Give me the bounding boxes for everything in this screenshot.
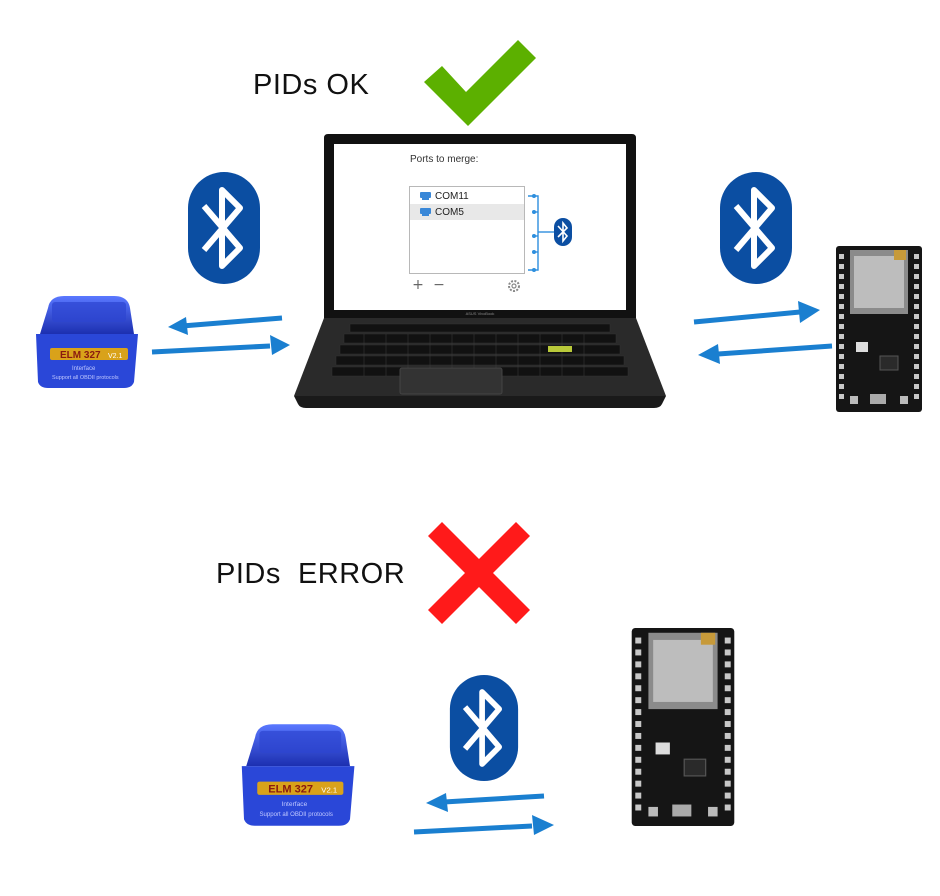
- svg-text:Interface: Interface: [282, 801, 308, 808]
- settings-gear-icon[interactable]: [507, 279, 521, 293]
- bluetooth-icon: [188, 172, 260, 284]
- esp32-board: [631, 628, 735, 826]
- add-port-button[interactable]: +: [412, 277, 424, 293]
- cross-icon: [428, 522, 530, 624]
- svg-text:Interface: Interface: [72, 366, 96, 372]
- merge-bracket: [528, 194, 572, 272]
- elm327-adapter: ELM 327 V2.1 Interface Support all OBDII…: [36, 296, 138, 388]
- app-title: Ports to merge:: [410, 154, 479, 165]
- double-arrow-left: [151, 315, 290, 355]
- svg-text:ASUS VivoBook: ASUS VivoBook: [466, 311, 495, 316]
- svg-text:Support all OBDII protocols: Support all OBDII protocols: [259, 812, 332, 818]
- svg-text:ELM 327: ELM 327: [60, 350, 101, 361]
- esp32-board: [836, 246, 922, 412]
- svg-text:V2.1: V2.1: [321, 786, 337, 795]
- svg-text:Support all OBDII protocols: Support all OBDII protocols: [52, 375, 119, 381]
- serial-port-icon: [420, 192, 431, 200]
- svg-text:ELM 327: ELM 327: [268, 784, 313, 796]
- checkmark-icon: [424, 40, 536, 126]
- elm327-adapter: ELM 327 V2.1 Interface Support all OBDII…: [241, 724, 355, 826]
- remove-port-button[interactable]: −: [433, 277, 445, 293]
- svg-text:V2.1: V2.1: [108, 353, 123, 360]
- port-name: COM11: [435, 190, 469, 202]
- bluetooth-icon: [720, 172, 792, 284]
- list-item[interactable]: COM11: [410, 188, 524, 204]
- list-item[interactable]: COM5: [410, 204, 524, 220]
- serial-port-icon: [420, 208, 431, 216]
- port-name: COM5: [435, 206, 464, 218]
- bluetooth-icon: [449, 674, 519, 782]
- double-arrow-right: [693, 301, 833, 364]
- pids-ok-label: PIDs OK: [253, 69, 370, 101]
- double-arrow-bottom: [413, 793, 554, 835]
- port-list: COM11 COM5: [409, 186, 525, 274]
- pids-error-label: PIDs ERROR: [216, 558, 406, 590]
